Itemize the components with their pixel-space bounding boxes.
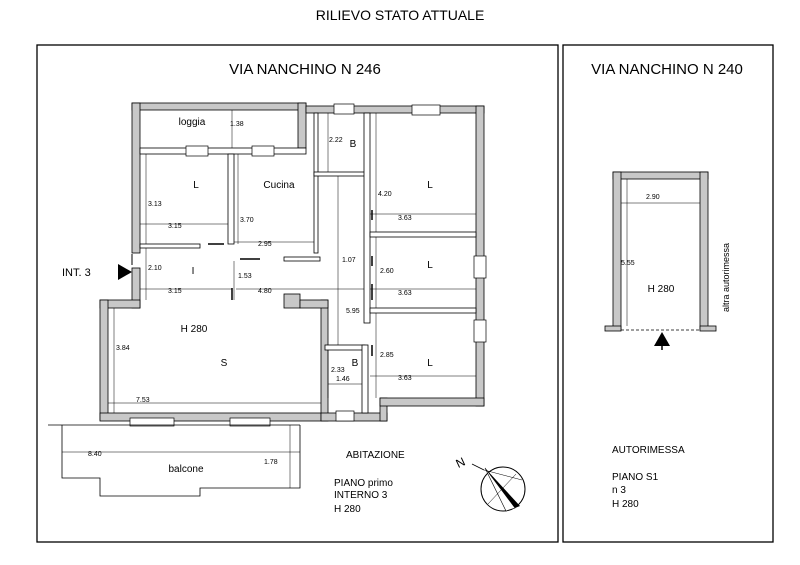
dim-corridor-width: 4.80: [258, 288, 272, 295]
garage-depth-dim: 5.55: [621, 260, 635, 267]
room-bedroom-4: L: [427, 358, 433, 369]
entry-label: INT. 3: [62, 267, 91, 279]
dim-bath2-depth: 2.33: [331, 367, 345, 374]
dim-loggia-depth: 1.38: [230, 121, 244, 128]
garage-width-dim: 2.90: [646, 194, 660, 201]
dim-hall-depth: 2.10: [148, 265, 162, 272]
left-panel-frame: [36, 44, 559, 543]
garage-entry-arrow-icon: [654, 332, 670, 346]
right-panel-frame: [562, 44, 774, 543]
balcony-outline: [48, 424, 301, 497]
garage-height: H 280: [648, 284, 675, 295]
room-bedroom-3: L: [427, 260, 433, 271]
abitazione-floor: PIANO primo: [334, 478, 393, 489]
dim-hall-passage: 1.53: [238, 273, 252, 280]
interior-walls: [139, 112, 477, 414]
dim-bedroom4-width: 3.63: [398, 375, 412, 382]
dimension-lines: [62, 110, 476, 488]
left-street-label: VIA NANCHINO N 246: [229, 61, 381, 78]
abitazione-height: H 280: [334, 504, 361, 515]
room-kitchen: Cucina: [263, 180, 295, 191]
dim-bedroom2-width: 3.63: [398, 215, 412, 222]
right-street-label: VIA NANCHINO N 240: [591, 61, 743, 78]
dim-living-width: 7.53: [136, 397, 150, 404]
dim-balcony-depth: 1.78: [264, 459, 278, 466]
dim-bedroom3-depth: 2.60: [380, 268, 394, 275]
autorimessa-height: H 280: [612, 499, 639, 510]
autorimessa-unit: n 3: [612, 485, 626, 496]
garage-plan: [604, 171, 717, 350]
svg-text:N: N: [454, 455, 468, 471]
dim-bath2-width: 1.46: [336, 376, 350, 383]
dim-bedroom2-depth: 4.20: [378, 191, 392, 198]
dim-hall-width: 3.15: [168, 288, 182, 295]
page-title: RILIEVO STATO ATTUALE: [316, 7, 485, 23]
room-balcony: balcone: [168, 464, 203, 475]
room-loggia: loggia: [179, 117, 206, 128]
dim-bedroom1-depth: 3.13: [148, 201, 162, 208]
garage-side-label: altra autorimessa: [721, 243, 731, 312]
room-bedroom-2: L: [427, 180, 433, 191]
room-living: S: [221, 358, 228, 369]
abitazione-type: ABITAZIONE: [346, 450, 405, 461]
abitazione-unit: INTERNO 3: [334, 490, 388, 501]
apartment-plan: INT. 3: [48, 102, 487, 497]
dim-bedroom3-width: 3.63: [398, 290, 412, 297]
room-bath-2: B: [352, 358, 359, 369]
dim-balcony-width: 8.40: [88, 451, 102, 458]
autorimessa-floor: PIANO S1: [612, 472, 659, 483]
windows: [129, 103, 487, 427]
dim-bedroom1-width: 3.15: [168, 223, 182, 230]
dim-bath-depth: 2.22: [329, 137, 343, 144]
room-hall: I: [192, 266, 195, 277]
dim-living-depth: 3.84: [116, 345, 130, 352]
dim-kitchen-width: 2.95: [258, 241, 272, 248]
dim-corridor: 1.07: [342, 257, 356, 264]
autorimessa-type: AUTORIMESSA: [612, 445, 685, 456]
door-marks: [208, 210, 373, 356]
room-bath-1: B: [350, 139, 357, 150]
entry-arrow-icon: [118, 264, 132, 280]
dim-kitchen-depth: 3.70: [240, 217, 254, 224]
room-bedroom-1: L: [193, 180, 199, 191]
north-compass-icon: N: [454, 455, 526, 512]
room-height: H 280: [181, 324, 208, 335]
dim-bedroom4-depth: 2.85: [380, 352, 394, 359]
dim-corridor-length: 5.95: [346, 308, 360, 315]
